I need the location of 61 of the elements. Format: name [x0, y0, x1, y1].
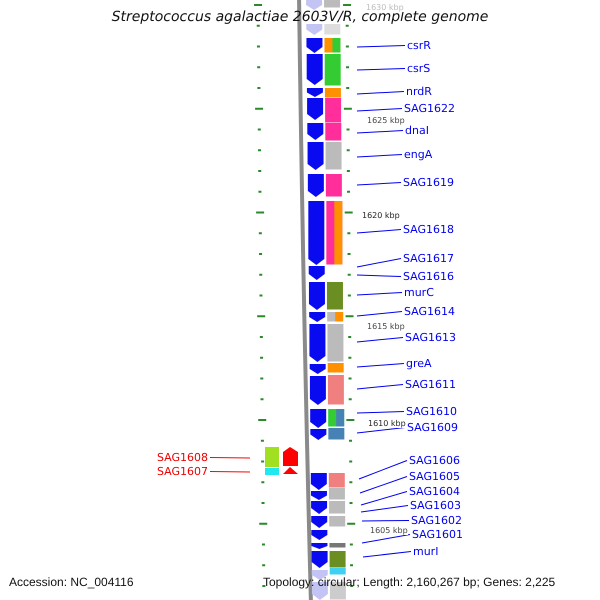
- scale-label: 1625 kbp: [367, 116, 405, 125]
- leader-line: [360, 505, 408, 512]
- leader-line: [356, 411, 404, 414]
- genome-stats-text: Topology: circular; Length: 2,160,267 bp; Genes: 2,225: [263, 576, 556, 588]
- gene-label: SAG1618: [403, 224, 454, 235]
- gene-label: SAG1605: [409, 471, 460, 482]
- leader-line: [358, 460, 408, 480]
- gene-label: engA: [404, 149, 432, 160]
- leader-line: [356, 229, 402, 234]
- gene-label: SAG1617: [403, 253, 454, 264]
- scale-label: 1620 kbp: [362, 212, 400, 220]
- scale-label: 1610 kbp: [368, 420, 406, 428]
- leader-line: [356, 311, 402, 316]
- leader-line: [210, 471, 250, 472]
- gene-label: SAG1611: [405, 379, 456, 390]
- gene-label: SAG1614: [404, 306, 456, 317]
- leader-line: [356, 363, 404, 368]
- gene-label: SAG1606: [409, 455, 460, 466]
- leader-line: [356, 258, 402, 268]
- gene-label: SAG1601: [412, 529, 464, 540]
- gene-label: nrdR: [406, 86, 432, 97]
- title: Streptococcus agalactiae 2603V/R, complete genome: [110, 10, 490, 24]
- leader-line: [356, 108, 402, 112]
- scale-label: 1615 kbp: [367, 322, 405, 331]
- gene-label: SAG1610: [406, 406, 458, 417]
- leader-line: [356, 292, 402, 296]
- gene-label: murC: [404, 287, 434, 298]
- leader-line: [356, 384, 404, 390]
- gene-label: csrS: [407, 63, 430, 74]
- gene-label: murI: [413, 546, 438, 557]
- leader-line: [356, 68, 406, 70]
- scale-label: 1630 kbp: [366, 4, 404, 12]
- leader-line: [360, 476, 408, 494]
- scale-label: 1605 kbp: [370, 526, 408, 535]
- leader-line: [362, 520, 410, 522]
- gene-label: SAG1616: [403, 271, 454, 282]
- accession-text: Accession: NC_004116: [9, 576, 134, 588]
- leader-line: [362, 534, 410, 544]
- gene-label: SAG1603: [410, 500, 462, 511]
- leader-line: [360, 491, 408, 506]
- leader-line: [362, 551, 412, 558]
- gene-label: SAG1608: [157, 452, 208, 463]
- leader-line: [210, 457, 250, 458]
- gene-label: SAG1609: [407, 422, 458, 433]
- leader-line: [356, 45, 406, 48]
- gene-label: csrR: [407, 40, 431, 51]
- leader-line: [356, 182, 402, 186]
- gene-label: dnaI: [405, 125, 429, 136]
- gene-label: SAG1602: [411, 515, 462, 526]
- gene-label: SAG1604: [409, 486, 460, 497]
- leader-line: [356, 427, 406, 434]
- gene-label: SAG1607: [157, 466, 208, 477]
- leader-line: [356, 130, 404, 134]
- leader-line: [356, 337, 404, 342]
- gene-label: greA: [406, 358, 432, 369]
- gene-label: SAG1622: [404, 103, 456, 114]
- leader-line: [356, 274, 402, 277]
- leader-line: [356, 91, 404, 94]
- leader-line: [356, 154, 402, 158]
- gene-label: SAG1619: [403, 177, 454, 188]
- gene-label: SAG1613: [405, 332, 456, 343]
